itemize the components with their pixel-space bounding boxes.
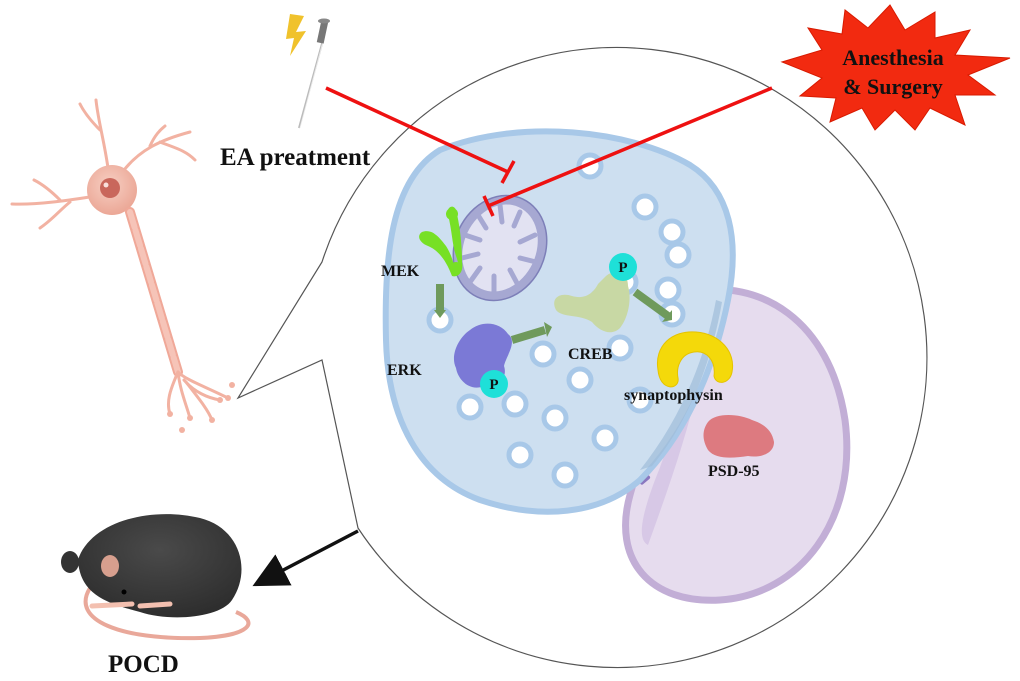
mitochondrion xyxy=(452,194,548,302)
creb-protein xyxy=(554,271,630,333)
mek-label: MEK xyxy=(381,263,420,280)
anesthesia-label: Anesthesia xyxy=(842,45,943,70)
synaptophysin-protein xyxy=(656,331,734,388)
phospho-erk: P xyxy=(480,370,508,398)
lightning-icon xyxy=(286,14,306,56)
ea-pretreatment-label: EA preatment xyxy=(220,144,371,171)
pocd-label: POCD xyxy=(108,651,179,678)
arrow-erk-to-creb xyxy=(510,322,552,344)
surgery-label: & Surgery xyxy=(843,74,943,99)
psd95-label: PSD-95 xyxy=(708,463,760,480)
erk-label: ERK xyxy=(387,362,422,379)
neuron-illustration xyxy=(10,98,235,433)
arrow-mek-to-erk xyxy=(434,284,446,318)
phospho-label: P xyxy=(618,260,627,276)
mek-protein xyxy=(419,206,463,277)
acupuncture-needle-icon xyxy=(298,18,330,129)
psd95-protein xyxy=(703,415,774,458)
arrow-creb-to-synaptophysin xyxy=(632,288,672,322)
creb-label: CREB xyxy=(568,346,613,363)
phospho-creb: P xyxy=(609,253,637,281)
inhibition-ea xyxy=(325,86,516,184)
phospho-label: P xyxy=(489,377,498,393)
arrow-to-pocd xyxy=(252,529,359,587)
inhibition-anesthesia xyxy=(482,86,773,217)
activation-arrows xyxy=(434,284,672,344)
synaptophysin-label: synaptophysin xyxy=(624,387,723,404)
mouse-illustration xyxy=(61,514,251,641)
anesthesia-surgery-badge: Anesthesia & Surgery xyxy=(780,4,1011,131)
